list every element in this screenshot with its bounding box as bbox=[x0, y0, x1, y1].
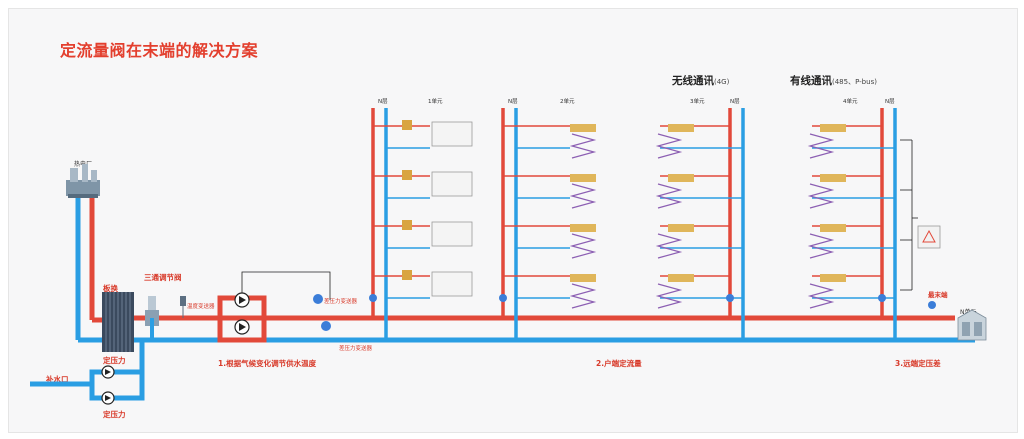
building-1-floors bbox=[373, 125, 430, 299]
pressure-label-1: 定压力 bbox=[103, 356, 126, 365]
supply-sensor-label: 温度变送器 bbox=[187, 304, 215, 310]
wireless-title: 无线通讯(4G) bbox=[672, 73, 729, 88]
pressure-sensor-label-a: 差压力变送器 bbox=[324, 299, 358, 305]
wired-bus bbox=[900, 139, 918, 291]
building3-n: N层 bbox=[730, 99, 740, 105]
building-1-risers bbox=[371, 108, 388, 340]
building-2-risers bbox=[501, 108, 518, 340]
building3-label: 3单元 bbox=[690, 99, 705, 105]
pressure-sensor-label-b: 差压力变送器 bbox=[339, 346, 373, 352]
far-end-pressure-icon bbox=[928, 301, 936, 309]
wireless-sub: (4G) bbox=[714, 78, 730, 86]
building-4-risers bbox=[880, 108, 897, 340]
radiator-icons bbox=[431, 121, 473, 297]
pressure-transmitter-icon-b bbox=[321, 321, 331, 331]
plate-exchanger-icon bbox=[102, 292, 134, 352]
wireless-title-text: 无线通讯 bbox=[672, 75, 714, 87]
floor-coil-icons-b2 bbox=[569, 133, 597, 309]
wired-title: 有线通讯(485、P-bus) bbox=[790, 73, 877, 88]
building-3-risers bbox=[728, 108, 745, 340]
makeup-loop bbox=[30, 340, 145, 405]
temperature-sensor-icon bbox=[180, 296, 186, 318]
three-way-valve-label: 三通调节阀 bbox=[144, 273, 182, 282]
step3-label: 3.远端定压差 bbox=[895, 359, 941, 368]
makeup-inlet-label: 补水口 bbox=[46, 375, 69, 384]
pressure-transmitter-icon-a bbox=[313, 294, 323, 304]
far-end-label: 最末端 bbox=[928, 291, 948, 299]
plate-exchanger-label: 板换 bbox=[103, 284, 118, 293]
building4-n: N层 bbox=[885, 99, 895, 105]
page-title: 定流量阀在末端的解决方案 bbox=[60, 41, 259, 60]
floor-coil-icons-b4 bbox=[807, 133, 835, 309]
building2-label: 2单元 bbox=[560, 99, 575, 105]
floor-coil-icons-b3 bbox=[655, 133, 683, 309]
diagram-frame bbox=[8, 8, 1018, 433]
heat-plant-icon bbox=[66, 164, 100, 198]
wired-title-text: 有线通讯 bbox=[790, 75, 832, 87]
manifold-icons-b4 bbox=[820, 124, 846, 282]
step1-label: 1.根据气候变化调节供水温度 bbox=[218, 359, 317, 368]
manifold-icons-b3 bbox=[668, 124, 694, 282]
manifold-icons-b2 bbox=[570, 124, 596, 282]
pressure-label-2: 定压力 bbox=[103, 410, 126, 419]
building1-n: N层 bbox=[378, 99, 388, 105]
controller-box-icon bbox=[917, 225, 941, 249]
building1-label: 1单元 bbox=[428, 99, 443, 105]
far-end-unit-icon bbox=[957, 309, 987, 341]
wired-sub: (485、P-bus) bbox=[832, 78, 877, 86]
building2-n: N层 bbox=[508, 99, 518, 105]
riser-valve-icons bbox=[369, 294, 886, 302]
three-way-valve-icon bbox=[145, 296, 159, 340]
building-2-floors bbox=[503, 125, 570, 299]
step2-label: 2.户端定流量 bbox=[596, 359, 642, 368]
flow-valve-icons-b1 bbox=[402, 120, 412, 280]
building4-label: 4单元 bbox=[843, 99, 858, 105]
